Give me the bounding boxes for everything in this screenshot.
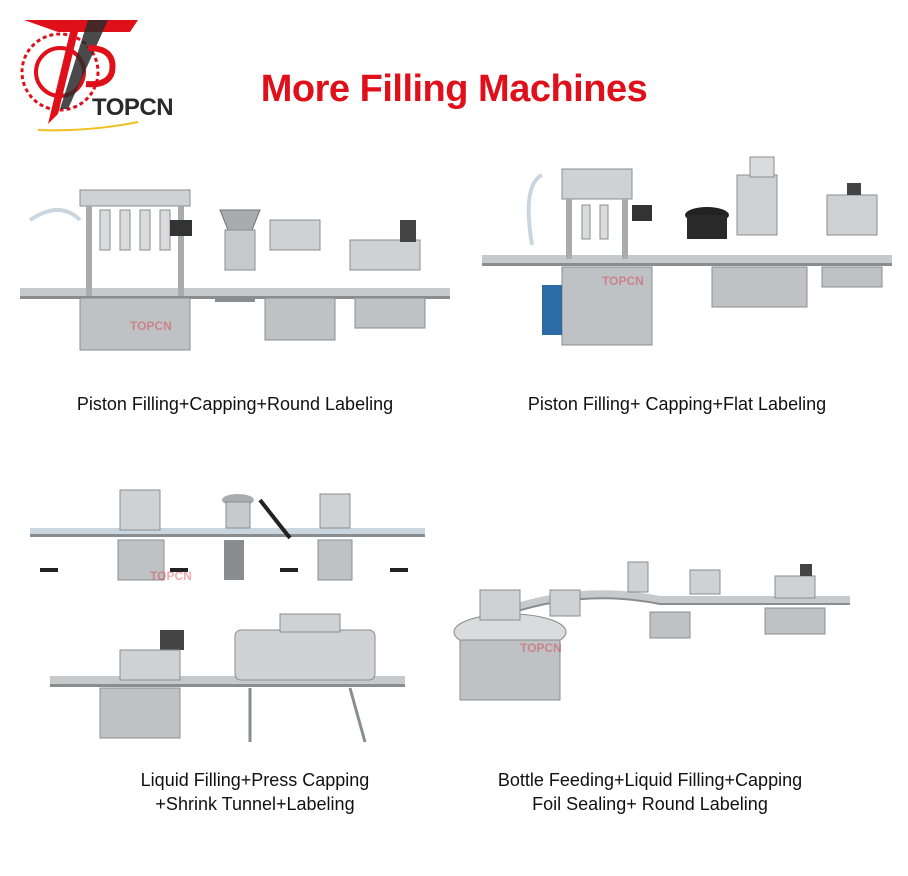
machine-panel-3: TOPCN <box>20 480 430 750</box>
machine-caption-1: Piston Filling+Capping+Round Labeling <box>20 392 450 416</box>
caption-line: Bottle Feeding+Liquid Filling+Capping <box>497 770 803 790</box>
machine-panel-1: TOPCN <box>20 180 450 355</box>
watermark: TOPCN <box>130 319 172 333</box>
caption-line: +Shrink Tunnel+Labeling <box>155 794 355 814</box>
caption-line: Piston Filling+ Capping+Flat Labeling <box>527 394 827 414</box>
logo-mark <box>20 20 139 132</box>
caption-line: Piston Filling+Capping+Round Labeling <box>76 394 394 414</box>
caption-line: Foil Sealing+ Round Labeling <box>532 794 768 814</box>
topcn-logo-icon: TOPCN <box>18 14 174 134</box>
machine-panel-4: TOPCN <box>440 540 860 720</box>
machine-caption-2: Piston Filling+ Capping+Flat Labeling <box>462 392 892 416</box>
machine-panel-2: TOPCN <box>482 155 892 355</box>
machine-illustration: TOPCN <box>20 189 450 351</box>
machine-illustration: TOPCN <box>30 489 425 743</box>
machine-caption-4: Bottle Feeding+Liquid Filling+Capping Fo… <box>440 768 860 816</box>
watermark: TOPCN <box>520 641 562 655</box>
page-title: More Filling Machines <box>0 68 908 111</box>
watermark: TOPCN <box>602 274 644 288</box>
brand-name: TOPCN <box>92 94 174 121</box>
machine-illustration: TOPCN <box>482 156 892 346</box>
machine-illustration: TOPCN <box>453 561 850 701</box>
watermark: TOPCN <box>150 569 192 583</box>
machine-caption-3: Liquid Filling+Press Capping +Shrink Tun… <box>20 768 490 816</box>
page-title-text: More Filling Machines <box>260 68 648 110</box>
caption-line: Liquid Filling+Press Capping <box>140 770 370 790</box>
